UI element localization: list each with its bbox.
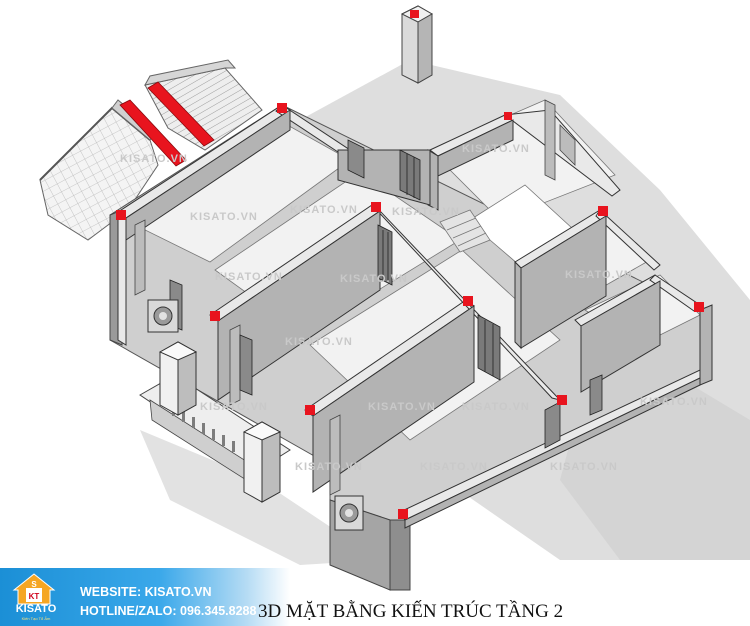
svg-text:S: S — [31, 580, 37, 589]
column-marker — [305, 405, 315, 415]
balcony-pillar-right — [242, 421, 282, 503]
hotline-label: HOTLINE/ZALO: — [80, 604, 177, 618]
drawing-title: 3D MẶT BẰNG KIẾN TRÚC TẦNG 2 — [258, 601, 564, 622]
column-marker — [557, 395, 567, 405]
svg-text:KISATO.VN: KISATO.VN — [368, 401, 436, 413]
chimney-column — [400, 5, 434, 84]
website-row: WEBSITE: KISATO.VN — [80, 583, 256, 602]
svg-text:KT: KT — [29, 592, 40, 601]
balcony — [139, 341, 291, 503]
watermarks: KISATO.VN KISATO.VN KISATO.VN KISATO.VN … — [120, 143, 708, 473]
column-marker — [210, 311, 220, 321]
column-marker — [398, 509, 408, 519]
svg-text:KISATO.VN: KISATO.VN — [565, 269, 633, 281]
svg-text:KISATO.VN: KISATO.VN — [120, 153, 188, 165]
red-roof-beams — [119, 81, 215, 167]
logo-tagline: Kiến Tạo Tổ Ấm — [21, 616, 51, 621]
svg-text:KISATO.VN: KISATO.VN — [420, 461, 488, 473]
website-link[interactable]: KISATO.VN — [144, 585, 212, 599]
column-markers — [116, 103, 704, 519]
contact-info: WEBSITE: KISATO.VN HOTLINE/ZALO: 096.345… — [80, 583, 256, 621]
svg-text:KISATO.VN: KISATO.VN — [550, 461, 618, 473]
svg-text:KISATO.VN: KISATO.VN — [200, 401, 268, 413]
svg-text:KISATO.VN: KISATO.VN — [285, 336, 353, 348]
logo-wordmark: KISATO — [15, 603, 57, 615]
svg-text:KISATO.VN: KISATO.VN — [462, 401, 530, 413]
column-marker — [116, 210, 126, 220]
svg-text:KISATO.VN: KISATO.VN — [295, 461, 363, 473]
svg-text:KISATO.VN: KISATO.VN — [290, 204, 358, 216]
stairs — [439, 209, 491, 253]
column-marker — [504, 112, 512, 120]
svg-text:KISATO.VN: KISATO.VN — [392, 206, 460, 218]
column-marker — [694, 302, 704, 312]
tiled-roof-top — [144, 59, 263, 151]
column-marker — [277, 103, 287, 113]
column-marker — [410, 10, 419, 18]
hotline-number[interactable]: 096.345.8288 — [180, 604, 257, 618]
hotline-row: HOTLINE/ZALO: 096.345.8288 — [80, 602, 256, 621]
svg-text:KISATO.VN: KISATO.VN — [640, 396, 708, 408]
svg-text:KISATO.VN: KISATO.VN — [340, 273, 408, 285]
svg-text:KISATO.VN: KISATO.VN — [462, 143, 530, 155]
doors — [169, 139, 603, 449]
balcony-pillar-left — [158, 341, 198, 416]
house-logo-icon: S KT — [12, 573, 56, 605]
column-marker — [598, 206, 608, 216]
column-marker — [371, 202, 381, 212]
svg-text:KISATO.VN: KISATO.VN — [215, 271, 283, 283]
ornament-panels — [147, 299, 364, 531]
svg-text:KISATO.VN: KISATO.VN — [190, 211, 258, 223]
website-label: WEBSITE: — [80, 585, 142, 599]
room-inner-walls — [134, 99, 576, 496]
column-marker — [463, 296, 473, 306]
